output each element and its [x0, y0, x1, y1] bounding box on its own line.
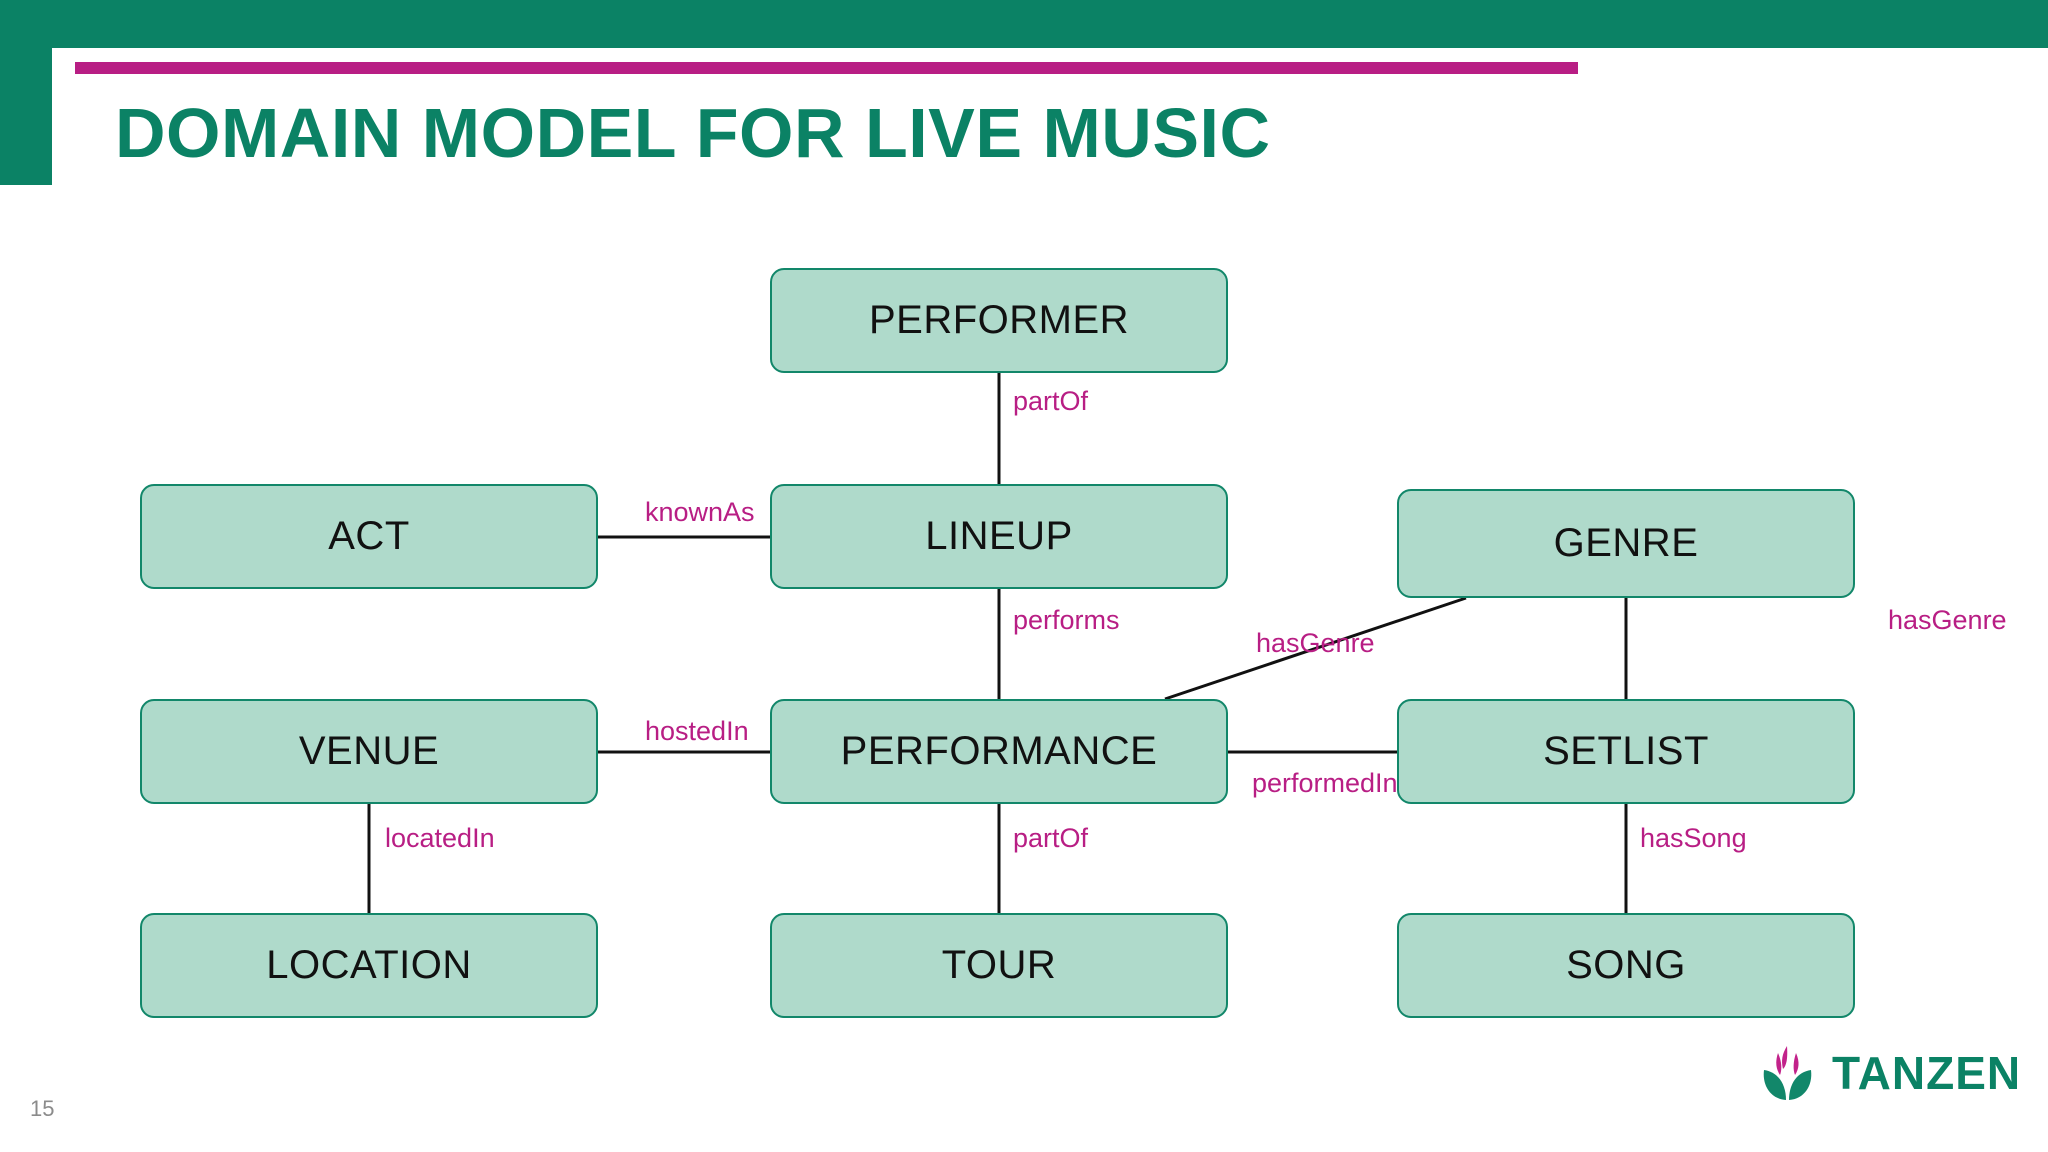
node-tour[interactable]: TOUR [770, 913, 1228, 1018]
node-act[interactable]: ACT [140, 484, 598, 589]
tanzen-logo-wordmark: TANZEN [1832, 1047, 2022, 1099]
header-green-band [0, 0, 2048, 48]
node-label: PERFORMANCE [840, 729, 1158, 773]
header-green-left-bar [0, 0, 52, 185]
edge-label-hassong: hasSong [1640, 823, 1747, 853]
node-label: PERFORMER [868, 298, 1130, 342]
edge-label-hasgenre-performance: hasGenre [1256, 628, 1375, 658]
node-label: SETLIST [1543, 729, 1709, 773]
edge-label-partof-performer-lineup: partOf [1013, 386, 1089, 416]
node-setlist[interactable]: SETLIST [1397, 699, 1855, 804]
edge-label-performedin: performedIn [1252, 768, 1398, 798]
node-label: LOCATION [266, 943, 472, 987]
edge-label-hasgenre-setlist: hasGenre [1888, 605, 2007, 635]
node-label: ACT [328, 514, 410, 558]
node-venue[interactable]: VENUE [140, 699, 598, 804]
node-lineup[interactable]: LINEUP [770, 484, 1228, 589]
node-location[interactable]: LOCATION [140, 913, 598, 1018]
header-magenta-rule [75, 62, 1578, 74]
tanzen-logo-mark [1763, 1046, 1812, 1100]
edge-label-knownas: knownAs [645, 497, 755, 527]
edge-label-partof-performance-tour: partOf [1013, 823, 1089, 853]
node-performer[interactable]: PERFORMER [770, 268, 1228, 373]
edge-label-locatedin: locatedIn [385, 823, 495, 853]
edge-label-performs: performs [1013, 605, 1120, 635]
tanzen-logo: TANZEN [1756, 1042, 2021, 1104]
node-label: LINEUP [925, 514, 1073, 558]
node-label: VENUE [298, 729, 440, 773]
page-number: 15 [30, 1096, 55, 1121]
node-label: SONG [1566, 943, 1686, 987]
node-performance[interactable]: PERFORMANCE [770, 699, 1228, 804]
edge-label-hostedin: hostedIn [645, 716, 749, 746]
page-title: DOMAIN MODEL FOR LIVE MUSIC [115, 94, 1271, 172]
node-label: TOUR [941, 943, 1057, 987]
node-song[interactable]: SONG [1397, 913, 1855, 1018]
node-genre[interactable]: GENRE [1397, 489, 1855, 598]
node-label: GENRE [1553, 521, 1699, 565]
